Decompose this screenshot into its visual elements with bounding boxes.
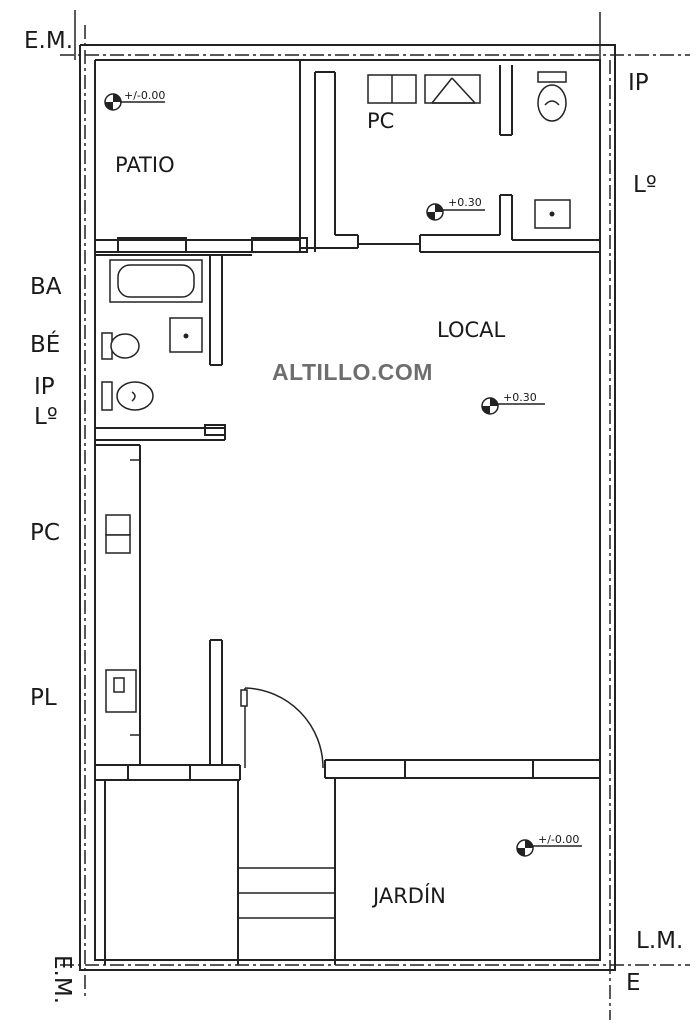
label-left-ip: IP xyxy=(34,374,55,400)
pc-top-walls xyxy=(300,65,600,253)
level-text-patio: +/-0.00 xyxy=(124,89,165,102)
label-left-pl: PL xyxy=(30,685,57,711)
label-bottom-right-fragment: E xyxy=(626,970,641,996)
level-marker-patio xyxy=(104,93,165,111)
label-left-pc: PC xyxy=(30,520,60,546)
left-bathroom-fixtures xyxy=(101,259,203,411)
top-right-bathroom-fixtures xyxy=(534,71,571,229)
level-text-pc: +0.30 xyxy=(448,196,482,209)
watermark-text: ALTILLO.COM xyxy=(272,359,433,385)
level-text-jardin: +/-0.00 xyxy=(538,833,579,846)
room-label-local: LOCAL xyxy=(437,318,506,342)
garden-steps xyxy=(104,778,336,965)
patio-walls xyxy=(95,60,336,253)
left-counter xyxy=(95,444,141,765)
label-right-lo: Lº xyxy=(633,172,657,198)
label-left-be: BÉ xyxy=(30,330,60,358)
label-left-lo: Lº xyxy=(34,404,58,430)
room-label-jardin: JARDÍN xyxy=(371,883,446,908)
kitchen-top-fixtures xyxy=(367,74,481,104)
level-marker-jardin xyxy=(516,839,582,857)
room-label-patio: PATIO xyxy=(115,153,175,177)
property-boundary-lines xyxy=(60,10,690,1020)
outer-walls xyxy=(79,44,616,971)
label-em-bottom: E.M. xyxy=(49,955,75,1004)
level-text-local: +0.30 xyxy=(503,391,537,404)
label-em-top: E.M. xyxy=(24,28,73,54)
label-lm-bottom: L.M. xyxy=(636,928,683,954)
level-marker-local xyxy=(481,397,545,415)
label-right-ip: IP xyxy=(628,70,649,96)
lower-walls xyxy=(95,639,600,781)
level-marker-pc xyxy=(426,203,485,221)
label-left-ba: BA xyxy=(30,274,62,300)
room-label-pc-top: PC xyxy=(367,109,394,133)
left-bathroom-walls xyxy=(95,254,252,441)
